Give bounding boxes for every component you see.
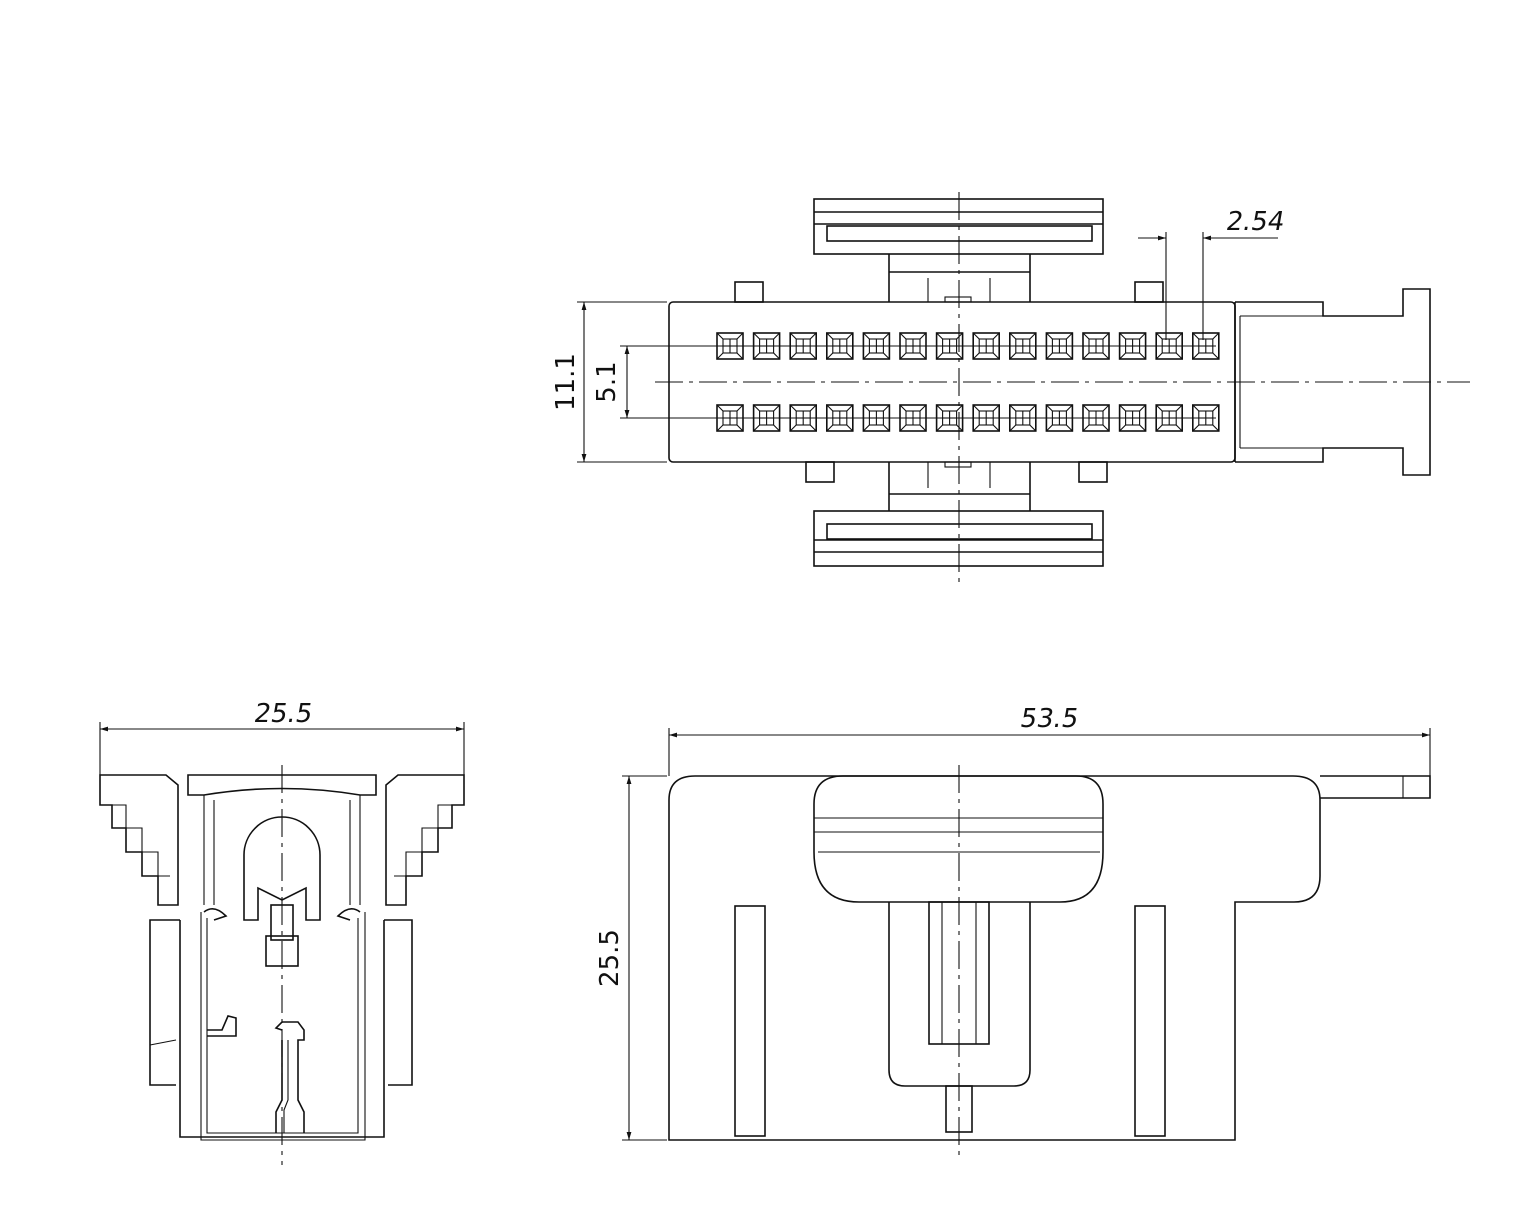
pin-cavity (716, 404, 744, 432)
pin-cavity (862, 332, 891, 360)
pin-cavity (1118, 404, 1147, 432)
dim-front-width-label: 53.5 (1018, 704, 1081, 734)
front-view: 53.5 25.5 (595, 704, 1431, 1155)
dim-top-height: 11.1 (551, 301, 667, 463)
pin-cavity (752, 404, 781, 432)
pin-cavity (862, 404, 891, 432)
front-view-slot-right (1134, 905, 1166, 1137)
front-view-latch-head (813, 775, 1104, 903)
bottom-tab-right (1078, 461, 1108, 483)
pin-cavity (825, 332, 854, 360)
pin-cavity (1082, 404, 1110, 432)
pin-cavity (1192, 404, 1220, 432)
side-view-top-cap (187, 774, 377, 796)
dim-side-width: 25.5 (99, 699, 465, 775)
pin-cavity (1045, 404, 1074, 432)
side-view-right-wall (385, 774, 465, 906)
dim-front-height: 25.5 (595, 775, 667, 1141)
pin-cavity (1008, 332, 1037, 360)
pin-cavity (1155, 404, 1183, 432)
dim-pitch: 2.54 (1138, 207, 1287, 340)
pin-cavity (1045, 332, 1074, 360)
dim-side-width-label: 25.5 (252, 699, 315, 729)
pin-cavity (789, 332, 818, 360)
pin-cavity (899, 332, 927, 360)
dim-pitch-label: 2.54 (1224, 207, 1287, 237)
top-tab-right (1134, 281, 1164, 303)
side-view: 25.5 (99, 699, 465, 1165)
side-view-left-wall (99, 774, 179, 906)
dim-front-height-label: 25.5 (595, 929, 625, 987)
pin-cavity (972, 332, 1001, 360)
top-tab-left (734, 281, 764, 303)
pin-cavity (1192, 332, 1220, 360)
bottom-tab-left (805, 461, 835, 483)
pin-cavity (1118, 332, 1147, 360)
pin-cavity (1155, 332, 1183, 360)
front-view-slot-left (734, 905, 766, 1137)
dim-front-width: 53.5 (668, 704, 1431, 776)
dim-row-spacing-label: 5.1 (592, 361, 622, 402)
pin-cavity (789, 404, 818, 432)
top-view: 2.54 11.1 5.1 (551, 192, 1470, 588)
pin-cavity (935, 332, 964, 360)
pin-cavity (752, 332, 781, 360)
pin-cavity (825, 404, 854, 432)
dim-row-spacing: 5.1 (592, 345, 722, 419)
pin-cavity (972, 404, 1001, 432)
pin-grid (716, 332, 1220, 432)
dim-top-height-label: 11.1 (551, 353, 581, 411)
pin-cavity (899, 404, 927, 432)
pin-cavity (935, 404, 964, 432)
side-view-latch (243, 816, 321, 921)
pin-cavity (1008, 404, 1037, 432)
pin-cavity (1082, 332, 1110, 360)
front-view-body (668, 775, 1321, 1141)
